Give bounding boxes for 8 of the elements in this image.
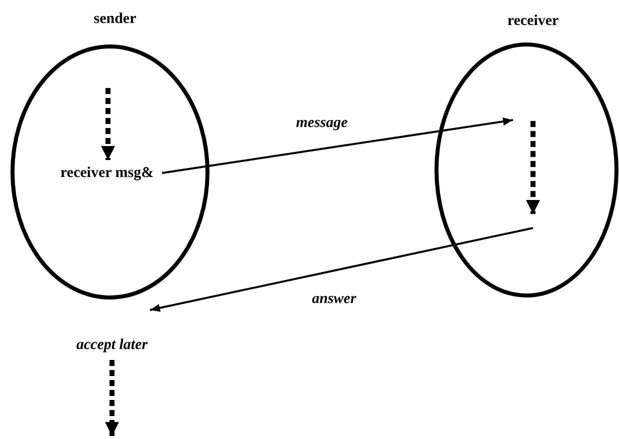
arrow: [162, 118, 514, 174]
dashed-arrow: [105, 360, 119, 436]
arrow: [150, 227, 534, 312]
process-heading: sender: [94, 10, 136, 28]
process-heading: receiver: [507, 12, 559, 30]
dashed-arrow: [101, 88, 115, 160]
state-text: accept later: [60, 336, 164, 354]
action-text: receiver msg&: [56, 164, 158, 182]
